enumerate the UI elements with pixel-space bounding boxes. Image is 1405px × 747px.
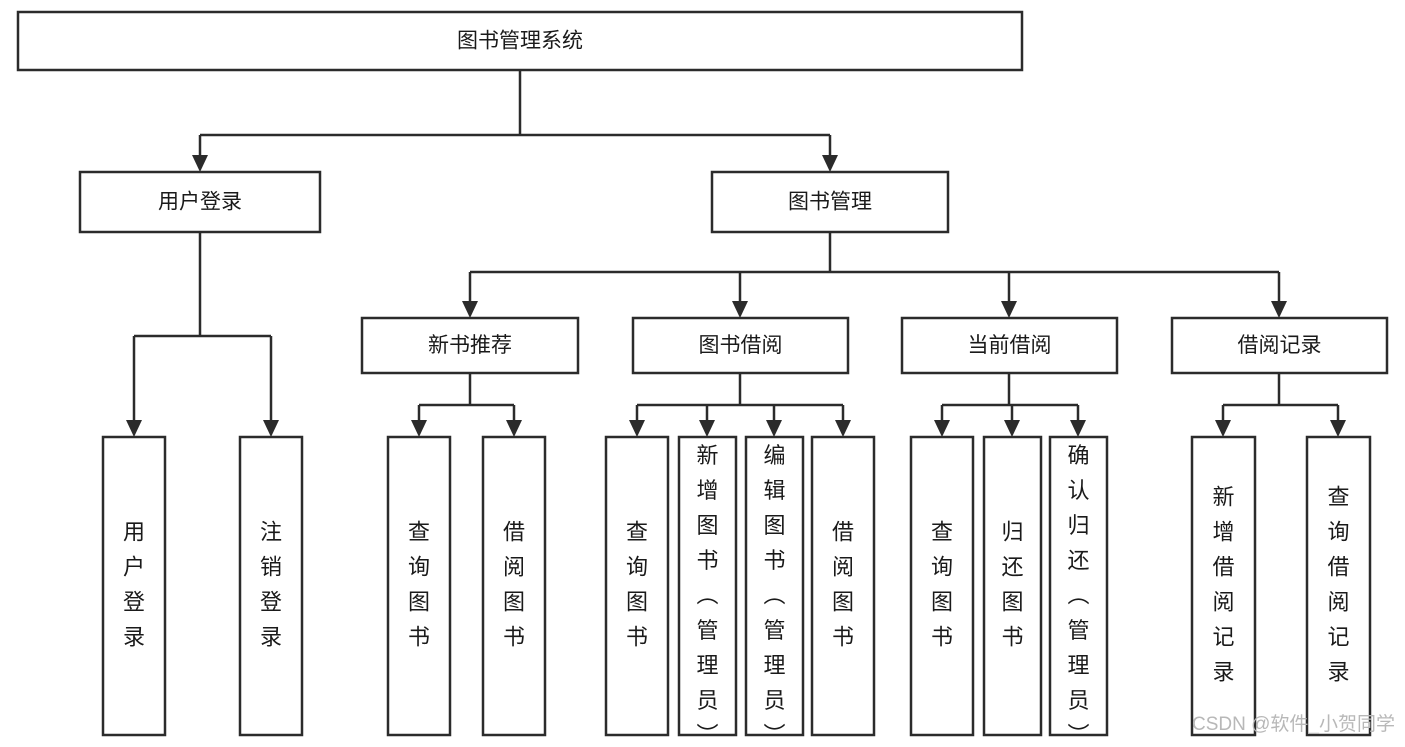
connector-current-borrow (934, 373, 1086, 437)
node-box-leaf-return-book[interactable] (982, 435, 1043, 737)
node-leaf-return-book[interactable]: 归还图书 (982, 435, 1043, 737)
node-box-leaf-add-record[interactable] (1190, 435, 1257, 737)
node-box-leaf-edit-book[interactable] (744, 435, 805, 737)
node-current-borrow[interactable]: 当前借阅 (900, 316, 1119, 375)
node-box-leaf-query-book-3[interactable] (909, 435, 975, 737)
node-leaf-confirm-return[interactable]: 确认归还（管理员） (1048, 435, 1109, 747)
connector-borrow-record (1215, 373, 1346, 437)
node-label-leaf-query-book-2: 查询图书 (626, 520, 648, 650)
node-borrow-record[interactable]: 借阅记录 (1170, 316, 1389, 375)
node-new-book-rec[interactable]: 新书推荐 (360, 316, 580, 375)
node-leaf-query-book-1[interactable]: 查询图书 (386, 435, 452, 737)
connector-book-manage (462, 232, 1287, 318)
node-label-borrow-record: 借阅记录 (1238, 334, 1322, 357)
node-box-leaf-query-book-1[interactable] (386, 435, 452, 737)
node-label-leaf-query-record: 查询借阅记录 (1327, 485, 1349, 685)
connector-layer (126, 70, 1346, 437)
node-label-leaf-borrow-book-1: 借阅图书 (503, 520, 525, 650)
node-box-new-book-rec[interactable] (360, 316, 580, 375)
node-label-root: 图书管理系统 (457, 30, 583, 53)
node-box-leaf-confirm-return[interactable] (1048, 435, 1109, 737)
node-leaf-user-login[interactable]: 用户登录 (101, 435, 167, 737)
node-box-leaf-borrow-book-2[interactable] (810, 435, 876, 737)
node-label-leaf-add-record: 新增借阅记录 (1212, 485, 1234, 685)
node-label-leaf-return-book: 归还图书 (1001, 520, 1023, 650)
node-leaf-query-record[interactable]: 查询借阅记录 (1305, 435, 1372, 737)
node-leaf-query-book-2[interactable]: 查询图书 (604, 435, 670, 737)
node-leaf-logout[interactable]: 注销登录 (238, 435, 304, 737)
node-user-login[interactable]: 用户登录 (78, 170, 322, 234)
node-box-leaf-add-book[interactable] (677, 435, 738, 737)
node-label-leaf-edit-book: 编辑图书（管理员） (763, 443, 785, 747)
node-leaf-borrow-book-2[interactable]: 借阅图书 (810, 435, 876, 737)
node-box-root[interactable] (16, 10, 1024, 72)
node-leaf-add-record[interactable]: 新增借阅记录 (1190, 435, 1257, 737)
node-label-leaf-query-book-3: 查询图书 (931, 520, 953, 650)
node-label-leaf-query-book-1: 查询图书 (408, 520, 430, 650)
connector-book-borrow (629, 373, 851, 437)
node-label-book-borrow: 图书借阅 (699, 334, 783, 357)
node-box-leaf-user-login[interactable] (101, 435, 167, 737)
node-box-leaf-query-record[interactable] (1305, 435, 1372, 737)
node-label-leaf-user-login: 用户登录 (123, 520, 145, 650)
node-box-leaf-query-book-2[interactable] (604, 435, 670, 737)
connector-new-book-rec (411, 373, 522, 437)
node-label-leaf-logout: 注销登录 (260, 520, 282, 650)
node-book-manage[interactable]: 图书管理 (710, 170, 950, 234)
node-leaf-add-book[interactable]: 新增图书（管理员） (677, 435, 738, 747)
connector-user-login (126, 232, 279, 437)
node-root[interactable]: 图书管理系统 (16, 10, 1024, 72)
node-label-book-manage: 图书管理 (788, 191, 872, 214)
node-label-user-login: 用户登录 (158, 191, 242, 214)
node-label-leaf-confirm-return: 确认归还（管理员） (1067, 443, 1089, 747)
node-box-book-borrow[interactable] (631, 316, 850, 375)
node-leaf-query-book-3[interactable]: 查询图书 (909, 435, 975, 737)
node-box-book-manage[interactable] (710, 170, 950, 234)
node-label-leaf-borrow-book-2: 借阅图书 (832, 520, 854, 650)
node-label-current-borrow: 当前借阅 (968, 334, 1052, 357)
node-label-new-book-rec: 新书推荐 (428, 334, 512, 357)
node-box-leaf-borrow-book-1[interactable] (481, 435, 547, 737)
node-label-leaf-add-book: 新增图书（管理员） (696, 443, 718, 747)
node-box-borrow-record[interactable] (1170, 316, 1389, 375)
csdn-watermark: CSDN @软件_小贺同学 (1192, 713, 1395, 735)
node-layer: 图书管理系统用户登录图书管理新书推荐图书借阅当前借阅借阅记录用户登录注销登录查询… (16, 10, 1389, 747)
node-box-user-login[interactable] (78, 170, 322, 234)
node-leaf-edit-book[interactable]: 编辑图书（管理员） (744, 435, 805, 747)
connector-root (192, 70, 838, 172)
node-leaf-borrow-book-1[interactable]: 借阅图书 (481, 435, 547, 737)
node-box-current-borrow[interactable] (900, 316, 1119, 375)
node-box-leaf-logout[interactable] (238, 435, 304, 737)
node-book-borrow[interactable]: 图书借阅 (631, 316, 850, 375)
